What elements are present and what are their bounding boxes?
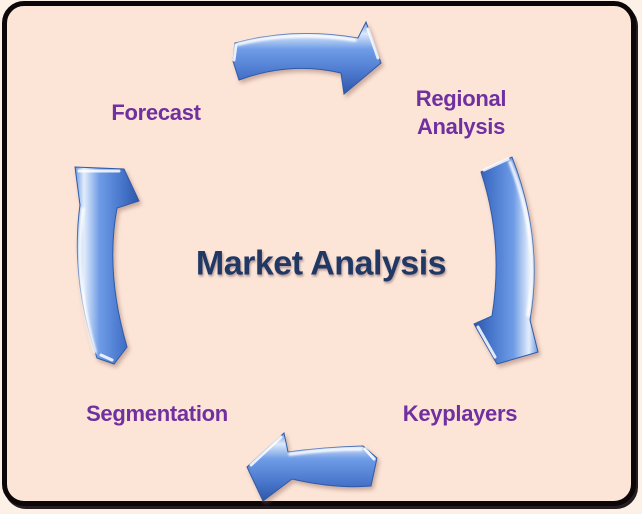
arrow-regional-to-keyplayers-icon (473, 156, 539, 365)
arrow-keyplayers-to-segmentation-icon (246, 432, 378, 502)
diagram-center-title: Market Analysis (195, 244, 447, 283)
arrow-segmentation-to-forecast-icon (74, 166, 140, 365)
stage-label-keyplayers: Keyplayers (402, 401, 518, 426)
stage-label-regional-analysis: Regional Analysis (415, 86, 507, 139)
stage-label-segmentation: Segmentation (86, 401, 228, 426)
stage-label-forecast: Forecast (111, 100, 201, 125)
arrow-forecast-to-regional-icon (232, 20, 382, 95)
